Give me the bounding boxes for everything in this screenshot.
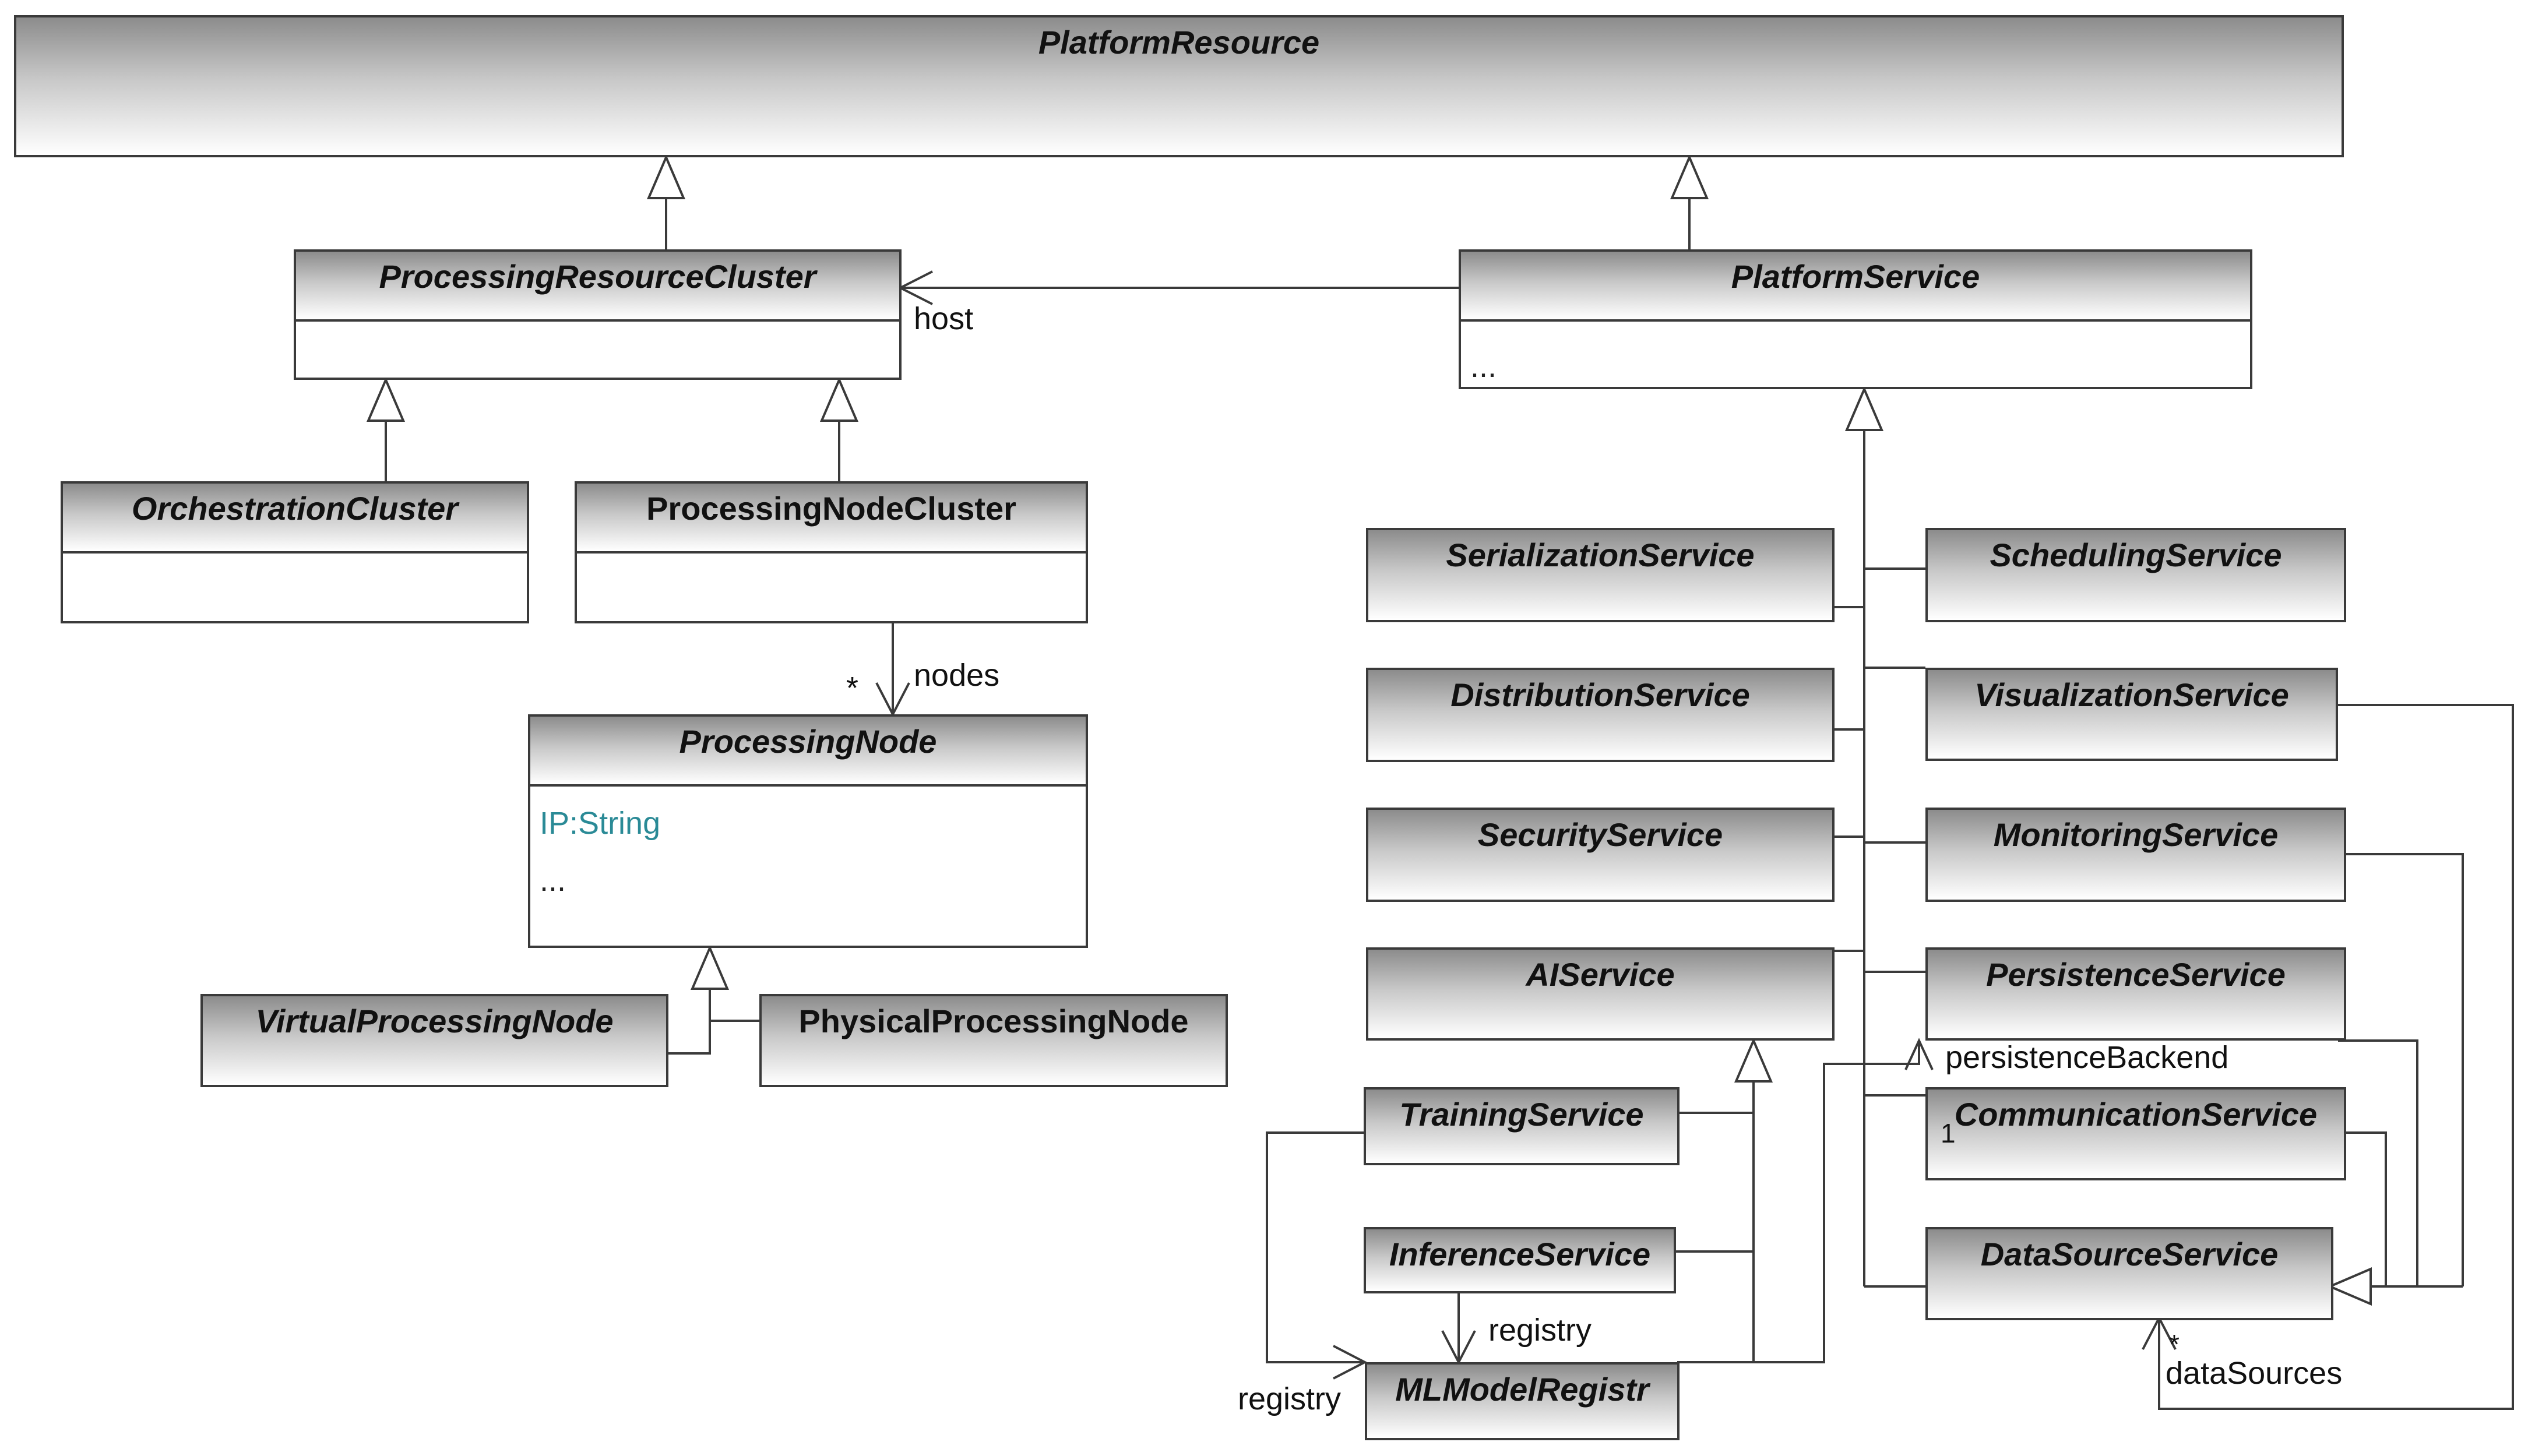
class-name: DataSourceService <box>1928 1229 2331 1318</box>
class-visualization-service[interactable]: VisualizationService <box>1925 668 2338 761</box>
gen-line-virtual-to-node <box>666 989 711 1055</box>
class-processing-resource-cluster[interactable]: ProcessingResourceCluster <box>294 249 902 380</box>
class-name: TrainingService <box>1366 1090 1677 1163</box>
class-platform-service[interactable]: PlatformService ... <box>1459 249 2252 389</box>
gen-arrowhead-platformresource-left <box>646 154 686 199</box>
assoc-registry-training-line <box>1266 1131 1365 1363</box>
class-processing-node[interactable]: ProcessingNode IP:String ... <box>528 714 1088 948</box>
class-name: CommunicationService <box>1928 1090 2344 1178</box>
class-name: PlatformService <box>1461 252 2250 319</box>
label-data-sources: dataSources <box>2166 1356 2343 1391</box>
label-nodes-multiplicity: * <box>846 671 859 706</box>
attribute-ellipsis: ... <box>1470 349 1497 384</box>
class-name: MLModelRegistr <box>1367 1365 1677 1438</box>
assoc-datasources-line <box>2158 704 2514 1410</box>
gen-arrowhead-platformresource-right <box>1670 154 1709 199</box>
class-name: InferenceService <box>1366 1229 1674 1291</box>
label-registry-inference: registry <box>1488 1313 1592 1348</box>
gen-line-persistence-to-datasource <box>2338 1039 2418 1286</box>
class-name: AIService <box>1368 950 1832 1038</box>
class-persistence-service[interactable]: PersistenceService <box>1925 947 2346 1041</box>
class-attributes <box>577 551 1086 621</box>
label-data-sources-multiplicity: * <box>2169 1329 2180 1359</box>
class-scheduling-service[interactable]: SchedulingService <box>1925 528 2346 622</box>
gen-arrowhead-datasource <box>2326 1267 2372 1306</box>
label-nodes: nodes <box>914 658 1000 693</box>
class-ml-model-registry[interactable]: MLModelRegistr <box>1365 1362 1680 1440</box>
class-name: SerializationService <box>1368 530 1832 620</box>
class-processing-node-cluster[interactable]: ProcessingNodeCluster <box>575 481 1088 623</box>
class-name: PhysicalProcessingNode <box>762 996 1226 1085</box>
class-monitoring-service[interactable]: MonitoringService <box>1925 808 2346 902</box>
class-attributes: IP:String ... <box>530 784 1086 946</box>
class-data-source-service[interactable]: DataSourceService <box>1925 1227 2333 1320</box>
attribute-name: IP <box>540 806 570 841</box>
class-name: ProcessingNode <box>530 717 1086 784</box>
class-name: SchedulingService <box>1928 530 2344 620</box>
class-name: OrchestrationCluster <box>63 484 527 551</box>
attribute-ellipsis: ... <box>540 863 566 898</box>
class-attributes <box>296 319 899 378</box>
label-registry-training: registry <box>1238 1381 1342 1416</box>
gen-arrowhead-processingnode <box>690 944 730 990</box>
attribute-separator: : <box>569 806 579 841</box>
label-host: host <box>914 301 974 336</box>
class-serialization-service[interactable]: SerializationService <box>1366 528 1835 622</box>
attribute-type: String <box>578 806 661 841</box>
class-security-service[interactable]: SecurityService <box>1366 808 1835 902</box>
gen-line-communication-to-datasource <box>2338 1131 2387 1286</box>
label-persistence-backend-multiplicity: 1 <box>1941 1118 1956 1148</box>
class-distribution-service[interactable]: DistributionService <box>1366 668 1835 762</box>
gen-line-monitoring-to-datasource <box>2338 853 2464 1286</box>
class-inference-service[interactable]: InferenceService <box>1364 1227 1676 1293</box>
class-name: VirtualProcessingNode <box>203 996 666 1085</box>
gen-arrowhead-prc-right <box>819 376 859 422</box>
class-name: PlatformResource <box>16 17 2342 155</box>
class-attributes: ... <box>1461 319 2250 387</box>
assoc-persistence-backend-line <box>1754 1041 1920 1363</box>
class-name: ProcessingNodeCluster <box>577 484 1086 551</box>
class-platform-resource[interactable]: PlatformResource <box>14 15 2344 157</box>
class-name: SecurityService <box>1368 810 1832 900</box>
attribute-ip: IP:String <box>540 795 1076 852</box>
class-physical-processing-node[interactable]: PhysicalProcessingNode <box>759 994 1228 1087</box>
gen-arrowhead-platformservice <box>1844 386 1884 431</box>
gen-arrowhead-prc-left <box>366 376 406 422</box>
class-ai-service[interactable]: AIService <box>1366 947 1835 1041</box>
gen-arrowhead-aiservice <box>1734 1037 1773 1083</box>
class-name: MonitoringService <box>1928 810 2344 900</box>
class-virtual-processing-node[interactable]: VirtualProcessingNode <box>200 994 668 1087</box>
class-name: PersistenceService <box>1928 950 2344 1038</box>
class-orchestration-cluster[interactable]: OrchestrationCluster <box>61 481 529 623</box>
class-training-service[interactable]: TrainingService <box>1364 1087 1680 1165</box>
class-name: ProcessingResourceCluster <box>296 252 899 319</box>
class-name: VisualizationService <box>1928 670 2336 759</box>
class-name: DistributionService <box>1368 670 1832 760</box>
assoc-persistence-backend-arrowhead <box>1904 1038 1934 1070</box>
class-attributes <box>63 551 527 621</box>
class-communication-service[interactable]: CommunicationService <box>1925 1087 2346 1180</box>
label-persistence-backend: persistenceBackend <box>1945 1040 2229 1075</box>
